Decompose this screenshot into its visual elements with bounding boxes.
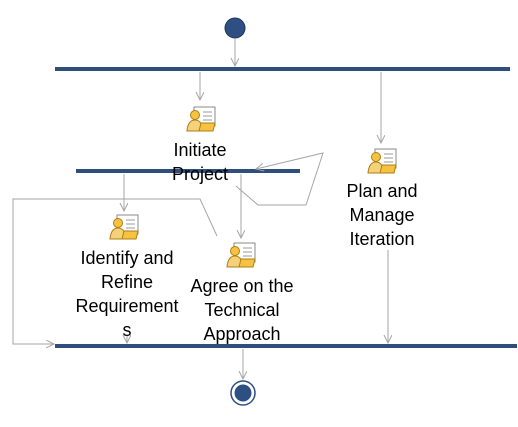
agree-on-technical-approach-label: Agree on the Technical Approach [190,276,294,344]
activity-icon-agree-technical [226,242,256,268]
initiate-project-label: Initiate Project [171,140,229,184]
activity-icon-plan-and-manage [367,148,397,174]
join-bar-bottom [55,344,517,348]
activity-icon-identify-requirements [109,214,139,240]
plan-and-manage-iteration-label: Plan and Manage Iteration [346,181,418,249]
fork-bar-top [55,67,510,71]
fork-bar-middle [76,169,300,173]
initial-node [224,17,246,39]
activity-icon-initiate-project [186,106,216,132]
identify-and-refine-requirements-label: Identify and Refine Requirement s [75,248,179,340]
edge-initiate-to-fork2 [235,152,324,206]
edge-agree-back-to-join [12,198,218,344]
